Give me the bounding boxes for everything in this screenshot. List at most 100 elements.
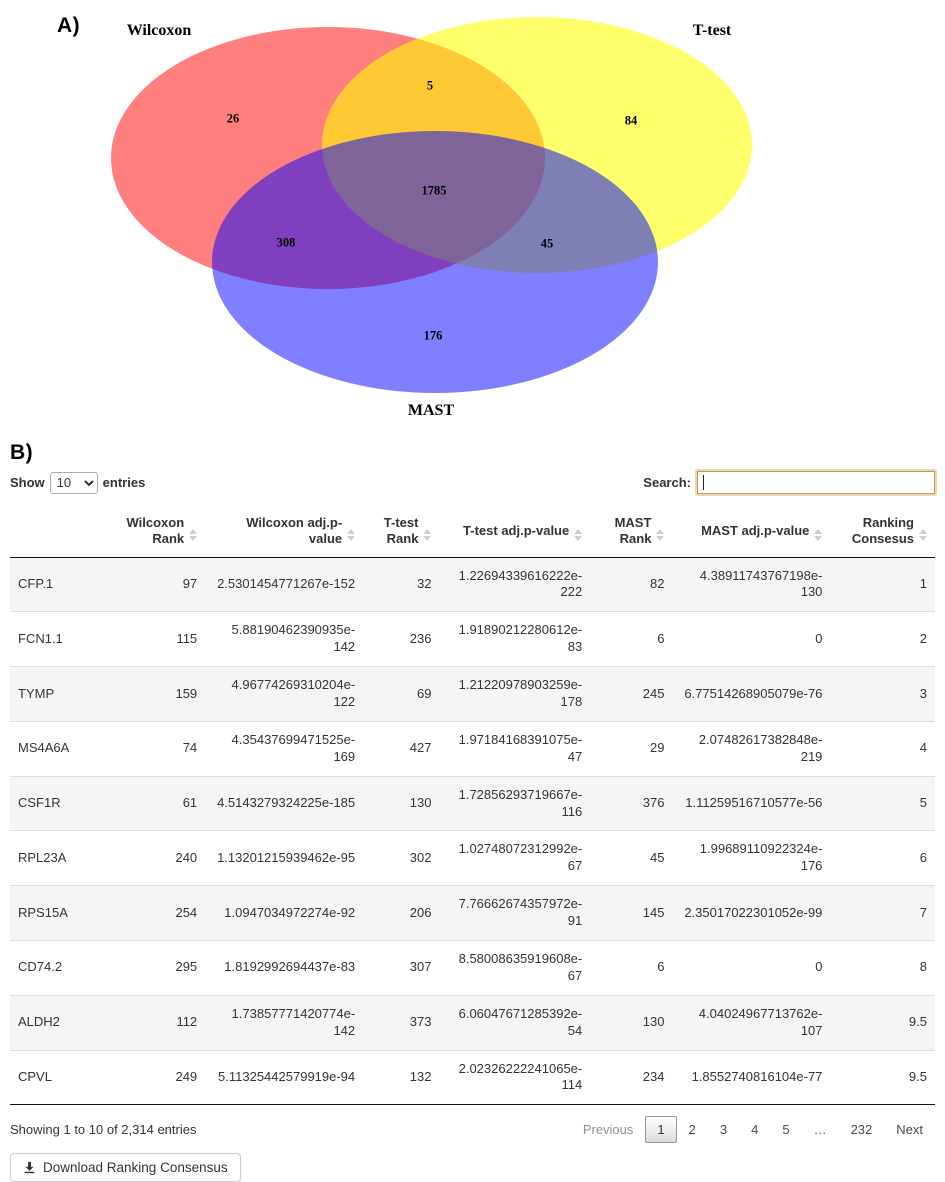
table-row: RPS15A 254 1.0947034972274e-92 206 7.766…: [10, 885, 935, 941]
wilcoxon-rank-cell: 97: [182, 575, 198, 591]
column-header-mast-pvalue[interactable]: MAST adj.p-value: [672, 506, 831, 558]
sort-icon: [919, 529, 927, 542]
wilcoxon-pvalue-cell: 1.0947034972274e-92: [205, 885, 364, 941]
gene-name-cell: TYMP: [10, 666, 119, 722]
column-header-ttest-rank[interactable]: T-test Rank: [363, 506, 440, 558]
column-header-ranking-consensus[interactable]: Ranking Consesus: [830, 506, 935, 558]
table-row: CSF1R 61 4.5143279324225e-185 130 1.7285…: [10, 775, 935, 831]
page-length-select[interactable]: 10: [49, 471, 98, 494]
mast-rank-cell: 145: [590, 885, 673, 941]
wilcoxon-rank-cell: 254: [118, 885, 206, 941]
show-label: Show: [10, 475, 45, 490]
table-row: CPVL 249 5.11325442579919e-94 132 2.0232…: [10, 1049, 935, 1105]
column-header-label: Wilcoxon adj.p-value: [246, 515, 343, 547]
wilcoxon-pvalue-cell: 2.5301454771267e-152: [217, 575, 356, 591]
column-header-label: Wilcoxon Rank: [126, 515, 185, 547]
page-button-1[interactable]: 1: [645, 1116, 677, 1144]
wilcoxon-rank-cell: 249: [118, 1049, 206, 1105]
page-button-5[interactable]: 5: [782, 1122, 790, 1138]
wilcoxon-pvalue-cell: 4.96774269310204e-122: [205, 666, 364, 722]
venn-count-wilcoxon-only: 26: [226, 111, 240, 126]
gene-name-cell: FCN1.1: [10, 611, 119, 667]
wilcoxon-pvalue-cell: 4.35437699471525e-169: [205, 720, 364, 777]
ranking-consensus-cell: 6: [830, 830, 935, 886]
gene-name-cell: RPS15A: [10, 885, 119, 941]
wilcoxon-pvalue-cell: 1.8192992694437e-83: [205, 939, 364, 996]
wilcoxon-rank-cell: 112: [118, 994, 206, 1051]
page-button-3[interactable]: 3: [719, 1122, 728, 1138]
panel-a-label: A): [57, 14, 81, 37]
next-page-button[interactable]: Next: [896, 1122, 923, 1138]
venn-diagram: [111, 17, 752, 393]
ttest-rank-cell: 427: [363, 720, 440, 777]
venn-count-ttest-mast: 45: [540, 236, 554, 251]
mast-rank-cell: 376: [590, 775, 673, 831]
ranking-consensus-cell: 7: [830, 885, 935, 941]
venn-count-mast-only: 176: [423, 328, 443, 343]
wilcoxon-rank-cell: 295: [118, 939, 206, 996]
wilcoxon-rank-cell: 61: [118, 775, 206, 831]
column-header-ttest-pvalue[interactable]: T-test adj.p-value: [439, 506, 591, 558]
wilcoxon-pvalue-cell: 4.5143279324225e-185: [205, 775, 364, 831]
table-row: TYMP 159 4.96774269310204e-122 69 1.2122…: [10, 666, 935, 722]
ttest-pvalue-cell: 1.72856293719667e-116: [439, 775, 591, 831]
column-header-wilcoxon-pvalue[interactable]: Wilcoxon adj.p-value: [205, 506, 364, 558]
ttest-pvalue-cell: 2.02326222241065e-114: [439, 1049, 591, 1105]
page-ellipsis: …: [813, 1122, 827, 1138]
table-row: MS4A6A 74 4.35437699471525e-169 427 1.97…: [10, 720, 935, 777]
mast-pvalue-cell: 2.07482617382848e-219: [672, 720, 831, 777]
table-controls-row: Show 10 entries Search:: [0, 465, 945, 502]
wilcoxon-pvalue-cell: 5.11325442579919e-94: [205, 1049, 364, 1105]
ranking-consensus-cell: 2: [830, 611, 935, 667]
ranking-table: Wilcoxon Rank Wilcoxon adj.p-value T-tes…: [10, 506, 935, 1106]
page-length-control: Show 10 entries: [10, 471, 146, 494]
ttest-pvalue-cell: 1.91890212280612e-83: [439, 611, 591, 667]
wilcoxon-pvalue-cell: 5.88190462390935e-142: [205, 611, 364, 667]
mast-rank-cell: 82: [649, 575, 665, 591]
venn-diagram-panel: A) Wilcoxon T-test MAST 26 5 84 1785 308…: [0, 0, 945, 440]
ranking-consensus-cell: 9.5: [830, 994, 935, 1051]
venn-set-label-mast: MAST: [407, 402, 455, 419]
ttest-pvalue-cell: 1.97184168391075e-47: [439, 720, 591, 777]
wilcoxon-pvalue-cell: 1.13201215939462e-95: [205, 830, 364, 886]
page-button-2[interactable]: 2: [688, 1122, 696, 1138]
gene-name-cell: ALDH2: [10, 994, 119, 1051]
sort-icon: [814, 529, 823, 542]
wilcoxon-rank-cell: 240: [118, 830, 206, 886]
column-header-label: MAST adj.p-value: [701, 523, 810, 539]
mast-rank-cell: 245: [590, 666, 673, 722]
ttest-pvalue-cell: 7.76662674357972e-91: [439, 885, 591, 941]
sort-icon: [347, 529, 356, 542]
column-header-label: T-test adj.p-value: [463, 523, 570, 539]
page-button-4[interactable]: 4: [751, 1122, 759, 1138]
mast-pvalue-cell: 2.35017022301052e-99: [672, 885, 831, 941]
download-ranking-consensus-button[interactable]: Download Ranking Consensus: [10, 1153, 241, 1182]
table-body: CFP.1 97 2.5301454771267e-152 32 1.22694…: [10, 557, 935, 1105]
search-input[interactable]: [697, 471, 935, 494]
entries-label: entries: [102, 475, 146, 490]
search-input-wrap: [697, 471, 935, 494]
table-footer-row: Showing 1 to 10 of 2,314 entries Previou…: [0, 1105, 945, 1147]
ranking-consensus-cell: 4: [830, 720, 935, 777]
mast-pvalue-cell: 0: [672, 611, 831, 667]
column-header-wilcoxon-rank[interactable]: Wilcoxon Rank: [118, 506, 206, 558]
column-header-mast-rank[interactable]: MAST Rank: [590, 506, 673, 558]
ttest-rank-cell: 373: [363, 994, 440, 1051]
mast-pvalue-cell: 1.99689110922324e-176: [672, 830, 831, 886]
table-row: RPL23A 240 1.13201215939462e-95 302 1.02…: [10, 830, 935, 886]
download-button-label: Download Ranking Consensus: [43, 1160, 228, 1176]
ttest-rank-cell: 132: [363, 1049, 440, 1105]
venn-set-label-wilcoxon: Wilcoxon: [126, 22, 192, 39]
previous-page-button[interactable]: Previous: [582, 1122, 634, 1138]
sort-icon: [423, 529, 432, 542]
page-button-232[interactable]: 232: [850, 1122, 873, 1138]
mast-pvalue-cell: 6.77514268905079e-76: [672, 666, 831, 722]
column-header-gene[interactable]: [10, 506, 119, 558]
table-info: Showing 1 to 10 of 2,314 entries: [10, 1122, 197, 1138]
ttest-pvalue-cell: 1.02748072312992e-67: [439, 830, 591, 886]
table-header: Wilcoxon Rank Wilcoxon adj.p-value T-tes…: [10, 506, 935, 558]
mast-rank-cell: 130: [590, 994, 673, 1051]
ttest-rank-cell: 302: [363, 830, 440, 886]
venn-ellipse-mast: [212, 131, 658, 393]
